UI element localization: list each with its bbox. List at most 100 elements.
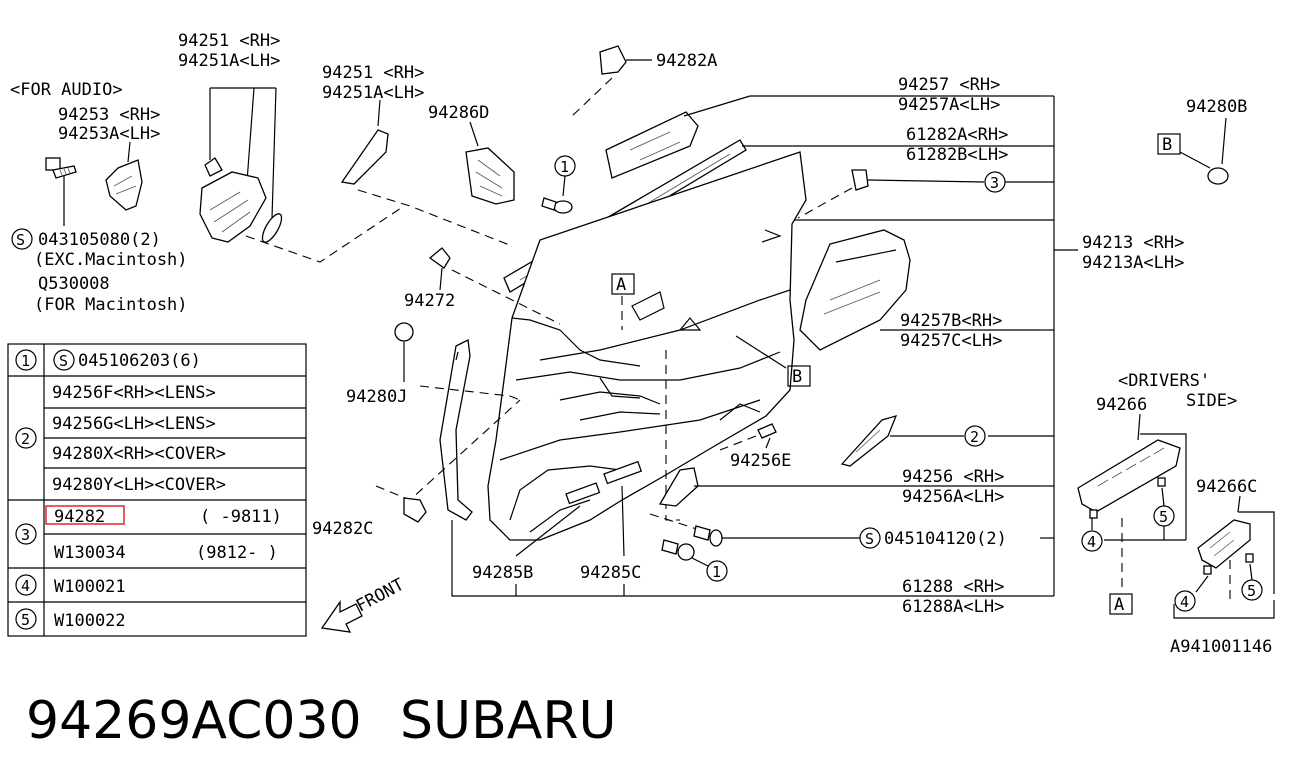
legend-row-2c-text: 94280X<RH><COVER> bbox=[52, 444, 226, 464]
label-94251-rh-mid: 94251 <RH> bbox=[322, 63, 424, 83]
switch-94266c bbox=[1197, 519, 1251, 569]
label-045104120: 045104120(2) bbox=[884, 529, 1007, 549]
callout-group-94251-mid: 94251 <RH> 94251A<LH> bbox=[322, 63, 424, 185]
label-drivers-1: <DRIVERS' bbox=[1118, 371, 1210, 391]
legend-ref-3: 3 bbox=[21, 526, 30, 544]
legend-ref-4: 4 bbox=[21, 577, 30, 595]
label-drivers-2: SIDE> bbox=[1186, 391, 1237, 411]
label-94213a-lh: 94213A<LH> bbox=[1082, 253, 1184, 273]
front-arrow: FRONT bbox=[320, 575, 408, 633]
callout-94282a: 94282A bbox=[569, 45, 717, 119]
highlight-box-94282 bbox=[45, 505, 125, 525]
legend-ref-5: 5 bbox=[21, 611, 30, 629]
legend-row-3a-text: 94282 bbox=[54, 507, 105, 527]
label-for-audio: <FOR AUDIO> bbox=[10, 80, 123, 100]
label-94282a: 94282A bbox=[656, 51, 717, 71]
door-panel-94213 bbox=[487, 151, 807, 541]
audio-group: <FOR AUDIO> 94253 <RH> 94253A<LH> S 0431… bbox=[10, 80, 188, 315]
callout-94280b: 94280B B bbox=[1157, 97, 1247, 185]
grommet-94280j: 94280J bbox=[346, 322, 414, 407]
label-94280b: 94280B bbox=[1186, 97, 1247, 117]
box-a-panel: A bbox=[616, 275, 626, 295]
label-94256e: 94256E bbox=[730, 451, 791, 471]
label-94257-rh: 94257 <RH> bbox=[898, 75, 1000, 95]
label-94285b: 94285B bbox=[472, 563, 533, 583]
marker-4-a: 4 bbox=[1087, 533, 1096, 551]
clip-3: 3 bbox=[851, 169, 1006, 193]
marker-1-bottom: 1 bbox=[712, 563, 721, 581]
marker-4-b: 4 bbox=[1180, 593, 1189, 611]
label-61288a-lh: 61288A<LH> bbox=[902, 597, 1004, 617]
marker-1-top: 1 bbox=[560, 158, 569, 176]
handle-cover-94256: 94256 <RH> 94256A<LH> bbox=[658, 467, 1040, 507]
caption-part-number: 94269AC030 bbox=[26, 691, 362, 751]
legend-row-2a-text: 94256F<RH><LENS> bbox=[52, 383, 216, 403]
label-043105080: 043105080(2) bbox=[38, 230, 161, 250]
legend-s-mark: S bbox=[59, 352, 68, 370]
label-94256-rh: 94256 <RH> bbox=[902, 467, 1004, 487]
label-94251a-lh-mid: 94251A<LH> bbox=[322, 83, 424, 103]
label-61282a-rh: 61282A<RH> bbox=[906, 125, 1008, 145]
label-94286d: 94286D bbox=[428, 103, 489, 123]
label-94285c: 94285C bbox=[580, 563, 641, 583]
legend-row-3b-text: W130034 bbox=[54, 543, 126, 563]
s-mark-045104120: S bbox=[865, 530, 874, 548]
label-94272: 94272 bbox=[404, 291, 455, 311]
reference-code: A941001146 bbox=[1170, 637, 1272, 657]
bulb-94256e: 94256E bbox=[730, 423, 791, 471]
callout-94286d: 94286D bbox=[428, 103, 515, 205]
marker-2: 2 bbox=[970, 428, 979, 446]
lens-2: 2 bbox=[840, 415, 986, 467]
legend-row-1-text: 045106203(6) bbox=[78, 351, 201, 371]
label-exc-macintosh: (EXC.Macintosh) bbox=[34, 250, 188, 270]
label-94213-rh: 94213 <RH> bbox=[1082, 233, 1184, 253]
box-a-drivers: A bbox=[1114, 595, 1124, 615]
armrest-94257 bbox=[605, 111, 699, 179]
legend-row-2b-text: 94256G<LH><LENS> bbox=[52, 414, 216, 434]
speaker-grille-94251 bbox=[199, 157, 283, 243]
label-for-macintosh: (FOR Macintosh) bbox=[34, 295, 188, 315]
clip-94282c: 94282C bbox=[312, 497, 427, 539]
label-94282c: 94282C bbox=[312, 519, 373, 539]
box-b-right: B bbox=[1162, 135, 1172, 155]
label-94251a-lh: 94251A<LH> bbox=[178, 51, 280, 71]
legend-ref-1: 1 bbox=[21, 352, 30, 370]
label-q530008: Q530008 bbox=[38, 274, 110, 294]
trim-94251-mid bbox=[340, 129, 389, 185]
label-94280j: 94280J bbox=[346, 387, 407, 407]
label-94266: 94266 bbox=[1096, 395, 1147, 415]
screw-1-top bbox=[541, 197, 573, 214]
bracket-94253 bbox=[105, 159, 143, 211]
label-61288-rh: 61288 <RH> bbox=[902, 577, 1004, 597]
label-94253a-lh: 94253A<LH> bbox=[58, 124, 160, 144]
caption-brand: SUBARU bbox=[400, 691, 617, 751]
screw-045104120: S 045104120(2) bbox=[693, 525, 1007, 549]
label-94256a-lh: 94256A<LH> bbox=[902, 487, 1004, 507]
label-94266c: 94266C bbox=[1196, 477, 1257, 497]
legend-row-5-text: W100022 bbox=[54, 611, 126, 631]
label-94253-rh: 94253 <RH> bbox=[58, 105, 160, 125]
clip-94272: 94272 bbox=[404, 247, 455, 311]
marker-5-a: 5 bbox=[1159, 508, 1168, 526]
s-mark-043105080: S bbox=[16, 231, 25, 249]
label-94257c-lh: 94257C<LH> bbox=[900, 331, 1002, 351]
legend-table: 1 S 045106203(6) 2 94256F<RH><LENS> 9425… bbox=[7, 343, 307, 637]
screw-043105080 bbox=[45, 157, 77, 179]
legend-ref-2: 2 bbox=[21, 430, 30, 448]
legend-row-4-text: W100021 bbox=[54, 577, 126, 597]
label-61282b-lh: 61282B<LH> bbox=[906, 145, 1008, 165]
legend-row-3b-note: (9812- ) bbox=[196, 543, 278, 563]
label-front: FRONT bbox=[353, 575, 408, 617]
armrest-94257b bbox=[799, 229, 911, 351]
label-94251-rh: 94251 <RH> bbox=[178, 31, 280, 51]
legend-row-3a-note: ( -9811) bbox=[200, 507, 282, 527]
screw-1-bottom: 1 bbox=[661, 539, 728, 582]
label-94257a-lh: 94257A<LH> bbox=[898, 95, 1000, 115]
legend-row-2d-text: 94280Y<LH><COVER> bbox=[52, 475, 226, 495]
callout-group-94251-left: 94251 <RH> 94251A<LH> bbox=[178, 31, 280, 219]
marker-3: 3 bbox=[990, 174, 999, 192]
box-b-panel: B bbox=[792, 367, 802, 387]
label-94257b-rh: 94257B<RH> bbox=[900, 311, 1002, 331]
switch-94266 bbox=[1077, 439, 1181, 513]
